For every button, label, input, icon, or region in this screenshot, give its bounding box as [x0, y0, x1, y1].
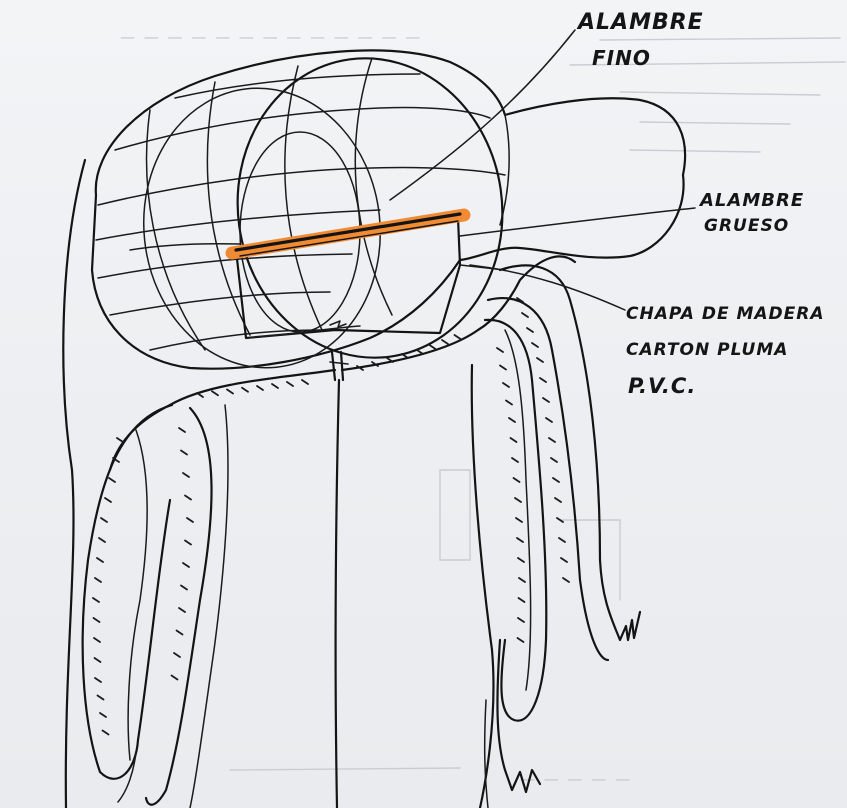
stitch-mark — [183, 563, 189, 567]
stitch-mark — [559, 538, 565, 542]
stitch-mark — [100, 713, 106, 717]
stitch-mark — [500, 366, 506, 370]
label-board-line2: CARTON PLUMA — [626, 340, 788, 360]
stitch-mark — [287, 382, 293, 386]
stitch-mark — [187, 518, 193, 522]
stitch-mark — [185, 541, 191, 545]
stitch-mark — [430, 345, 436, 349]
stitch-mark — [527, 328, 533, 332]
stitch-mark — [540, 378, 546, 382]
stitch-mark — [511, 438, 517, 442]
stitch-mark — [561, 558, 567, 562]
stitch-mark — [179, 608, 185, 612]
stitch-mark — [212, 391, 218, 395]
stitch-mark — [532, 343, 538, 347]
stitch-mark — [514, 478, 520, 482]
stitch-mark — [181, 451, 187, 455]
stitch-mark — [242, 388, 248, 392]
stitch-mark — [512, 458, 518, 462]
stitch-mark — [455, 335, 461, 339]
stitch-mark — [183, 473, 189, 477]
thick-wire-rod — [232, 214, 464, 256]
stitch-mark — [497, 348, 503, 352]
stitch-mark — [97, 558, 103, 562]
stitch-mark — [515, 498, 521, 502]
stitch-mark — [509, 418, 515, 422]
stitch-mark — [227, 390, 233, 394]
stitch-mark — [537, 358, 543, 362]
stitch-mark — [503, 383, 509, 387]
stitch-mark — [518, 638, 524, 642]
stitch-mark — [517, 538, 523, 542]
stitch-mark — [105, 498, 111, 502]
stitch-mark — [522, 313, 528, 317]
stitch-mark — [302, 380, 308, 384]
stitch-mark — [417, 350, 423, 354]
stitch-mark — [546, 418, 552, 422]
label-board-line1: CHAPA DE MADERA — [626, 304, 825, 324]
stitch-mark — [563, 578, 569, 582]
stitch-mark — [117, 438, 123, 442]
label-thick-wire-line1: ALAMBRE — [700, 190, 804, 211]
stitch-mark — [109, 478, 115, 482]
stitch-mark — [518, 558, 524, 562]
central-rod — [330, 352, 348, 808]
stitch-mark — [185, 496, 191, 500]
stitch-mark — [519, 598, 525, 602]
label-thick-wire-line2: GRUESO — [704, 216, 789, 236]
label-thin-wire-line1: ALAMBRE — [578, 10, 704, 35]
stitch-mark — [555, 498, 561, 502]
stitch-mark — [179, 428, 185, 432]
stitch-mark — [549, 438, 555, 442]
stitch-mark — [516, 518, 522, 522]
stitch-mark — [181, 586, 187, 590]
stitch-mark — [172, 676, 178, 680]
stitch-mark — [99, 538, 105, 542]
stitch-mark — [442, 340, 448, 344]
stitch-mark — [543, 398, 549, 402]
stitch-mark — [103, 731, 109, 735]
stitch-mark — [518, 618, 524, 622]
stitch-mark — [93, 598, 99, 602]
stitch-mark — [95, 678, 101, 682]
stitch-mark — [506, 401, 512, 405]
right-arm — [485, 265, 640, 808]
stitch-mark — [272, 384, 278, 388]
ghost-lines — [230, 38, 845, 770]
stitch-mark — [98, 696, 104, 700]
stitch-mark — [95, 578, 101, 582]
stitch-mark — [257, 386, 263, 390]
head-outline — [92, 50, 685, 368]
stitch-mark — [94, 618, 100, 622]
left-arm — [83, 405, 228, 808]
label-board-line3: P.V.C. — [628, 374, 696, 398]
stitch-mark — [94, 638, 100, 642]
stitch-mark — [101, 518, 107, 522]
label-thin-wire-line2: FINO — [592, 46, 651, 70]
stitch-mark — [174, 653, 180, 657]
stitch-mark — [519, 578, 525, 582]
stitch-mark — [177, 631, 183, 635]
stitch-mark — [95, 658, 101, 662]
stitch-mark — [551, 458, 557, 462]
stitch-mark — [553, 478, 559, 482]
